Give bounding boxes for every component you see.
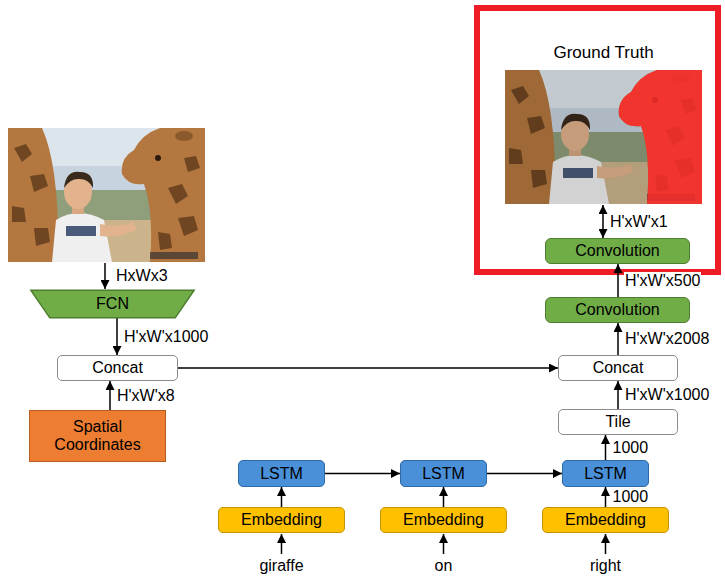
flow-arrow (617, 323, 619, 355)
concat-box: Concat (558, 355, 678, 381)
dimension-label: H'xW'x8 (116, 387, 176, 405)
ground-truth-photo (505, 70, 702, 204)
dimension-label: H'xW'x1000 (624, 386, 710, 404)
tile-box: Tile (558, 409, 678, 435)
box-label: LSTM (422, 465, 465, 483)
box-label: Embedding (403, 511, 484, 529)
input-photo (8, 128, 205, 262)
word-arrow (443, 534, 445, 554)
flow-arrow (443, 487, 445, 507)
input-box: Spatial Coordinates (29, 410, 166, 462)
trapezoid-shape (31, 290, 194, 318)
image-heading: Ground Truth (553, 44, 653, 62)
box-label: Convolution (575, 242, 660, 260)
embedding-box: Embedding (380, 507, 507, 533)
box-label: FCN (96, 295, 129, 313)
dimension-label: H'xW'x1 (609, 213, 669, 231)
box-label: LSTM (584, 465, 627, 483)
flow-arrow (487, 473, 562, 475)
dimension-label: H'xW'x500 (624, 272, 701, 290)
ground-truth-image: Ground Truth (505, 70, 702, 205)
flow-arrow (602, 205, 604, 238)
input-word: right (590, 557, 621, 575)
flow-arrow (617, 264, 619, 297)
input-word: on (435, 557, 453, 575)
flow-arrow (605, 487, 607, 507)
dimension-label: H'xW'x1000 (123, 328, 209, 346)
word-arrow (281, 534, 283, 554)
lstm-box: LSTM (562, 460, 649, 487)
lstm-box: LSTM (238, 460, 325, 487)
word-arrow (605, 534, 607, 554)
dimension-label: 1000 (612, 439, 650, 457)
dimension-label: H'xW'x2008 (624, 330, 710, 348)
flow-arrow (281, 487, 283, 507)
box-label: Embedding (565, 511, 646, 529)
embedding-box: Embedding (218, 507, 345, 533)
convolution-box: Convolution (545, 297, 690, 323)
box-label: Tile (605, 413, 630, 431)
flow-arrow (109, 381, 111, 410)
box-label: LSTM (260, 465, 303, 483)
box-label: Convolution (575, 301, 660, 319)
flow-arrow (605, 435, 607, 460)
input-arrow (104, 263, 106, 289)
flow-arrow (325, 473, 400, 475)
box-label: Concat (92, 359, 143, 377)
embedding-box: Embedding (542, 507, 669, 533)
lstm-box: LSTM (400, 460, 487, 487)
flow-arrow (178, 367, 558, 369)
box-label: Spatial Coordinates (36, 418, 159, 454)
concat-box: Concat (57, 355, 178, 381)
highlight-box (477, 8, 718, 272)
convolution-box: Convolution (545, 238, 690, 264)
flow-arrow (116, 318, 118, 355)
dimension-label: 1000 (612, 488, 650, 506)
box-label: Embedding (241, 511, 322, 529)
input-word: giraffe (259, 557, 303, 575)
photo-dim (505, 70, 702, 204)
segmentation-mask (619, 70, 702, 204)
flow-arrow (617, 381, 619, 409)
fcn-block: FCN (30, 290, 195, 318)
dimension-label: HxWx3 (116, 267, 168, 285)
box-label: Concat (593, 359, 644, 377)
